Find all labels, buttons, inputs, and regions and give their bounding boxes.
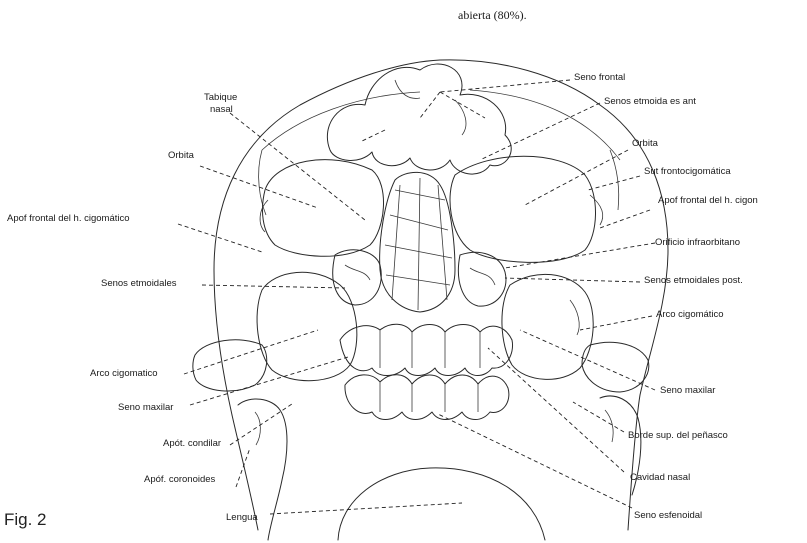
left-orbit [262,160,383,257]
label-apof-frontal-right: Apof frontal del h. cigon [658,195,758,206]
label-senos-etmoidales: Senos etmoidales [101,278,177,289]
label-arco-cigomatico-right: Arco cigomático [656,309,724,320]
label-arco-cigomatico-left: Arco cigomatico [90,368,158,379]
label-sut-frontocigomatica: Sut frontocigomática [644,166,731,177]
label-seno-maxilar-right: Seno maxilar [660,385,715,396]
zygomatic-arch-right [582,342,649,392]
skull-outline [214,60,668,530]
right-orbit [450,156,596,262]
teeth-upper [340,324,513,375]
figure-caption: abierta (80%). [458,8,527,23]
label-lengua: Lengua [226,512,258,523]
frontal-sinus [327,64,511,174]
label-cavidad-nasal: Cavidad nasal [630,472,690,483]
cranial-inner-line [262,92,420,150]
teeth-lower [345,375,509,420]
maxillary-left [257,272,357,380]
label-seno-esfenoidal: Seno esfenoidal [634,510,702,521]
nasal-septum [380,172,455,312]
label-senos-etmoidales-ant: Senos etmoida es ant [604,96,696,107]
label-apof-condilar: Apót. condilar [163,438,221,449]
label-orificio-infraorbitario: Orificio infraorbitano [655,237,740,248]
label-borde-sup-penasco: Borde sup. del peñasco [628,430,728,441]
label-seno-maxilar-left: Seno maxilar [118,402,173,413]
ethmoid-right [458,252,506,306]
label-tabique-nasal-line1: Tabique [204,92,237,103]
label-orbita-right: Orbita [632,138,658,149]
label-apof-coronoides: Apóf. coronoides [144,474,215,485]
label-senos-etmoidales-post: Senos etmoidales post. [644,275,743,286]
zygomatic-arch-left [193,340,267,391]
label-tabique-nasal-line2: nasal [210,104,233,115]
leader-lines [178,80,655,514]
figure-number: Fig. 2 [4,510,47,530]
label-apof-frontal-left: Apof frontal del h. cigomático [7,213,130,224]
ethmoid-left [333,250,382,305]
label-orbita-left: Orbita [168,150,194,161]
label-seno-frontal: Seno frontal [574,72,625,83]
